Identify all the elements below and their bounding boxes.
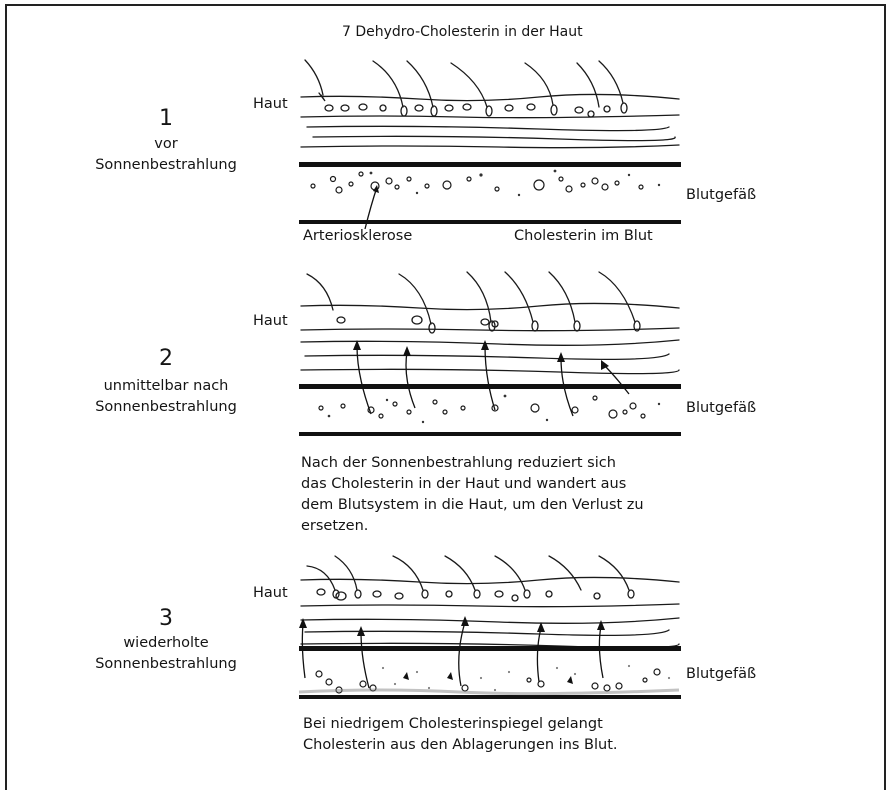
skin-cross-section-1 [299,59,681,230]
vessel-label-3: Blutgefäß [686,666,757,682]
stage-number-3: 3 [159,606,173,631]
stage-2-caption-line-3: dem Blutsystem in die Haut, um den Verlu… [301,497,644,513]
stage-number-1: 1 [159,106,173,131]
stage-number-2: 2 [159,346,173,371]
stage-2-caption-line-1: Nach der Sonnenbestrahlung reduziert sic… [301,455,616,471]
annotation-arteriosklerose: Arteriosklerose [303,228,413,244]
figure-title: 7 Dehydro-Cholesterin in der Haut [342,24,583,40]
haut-label-3: Haut [253,585,288,601]
stage-3-label-line-1: wiederholte [123,635,209,651]
stage-3-label-line-2: Sonnenbestrahlung [95,656,237,672]
stage-2-caption: Nach der Sonnenbestrahlung reduziert sic… [301,453,644,537]
haut-label-2: Haut [253,313,288,329]
stage-1-label-line-2: Sonnenbestrahlung [95,157,237,173]
stage-2-caption-line-2: das Cholesterin in der Haut und wandert … [301,476,627,492]
stage-2-caption-line-4: ersetzen. [301,518,369,534]
vessel-label-2: Blutgefäß [686,400,757,416]
stage-1-label-line-1: vor [154,136,178,152]
skin-cross-section-2 [299,271,681,436]
stage-2-label-line-1: unmittelbar nach [103,378,229,394]
annotation-cholesterin-im-blut: Cholesterin im Blut [514,228,653,244]
stage-3-caption-line-1: Bei niedrigem Cholesterinspiegel gelangt [303,716,603,732]
figure-frame [5,4,886,790]
stage-3-caption-line-2: Cholesterin aus den Ablagerungen ins Blu… [303,737,618,753]
skin-cross-section-3 [298,555,681,699]
stage-2-label-line-2: Sonnenbestrahlung [95,399,237,415]
haut-label-1: Haut [253,96,288,112]
vessel-label-1: Blutgefäß [686,187,757,203]
stage-3-caption: Bei niedrigem Cholesterinspiegel gelangt… [303,714,618,756]
